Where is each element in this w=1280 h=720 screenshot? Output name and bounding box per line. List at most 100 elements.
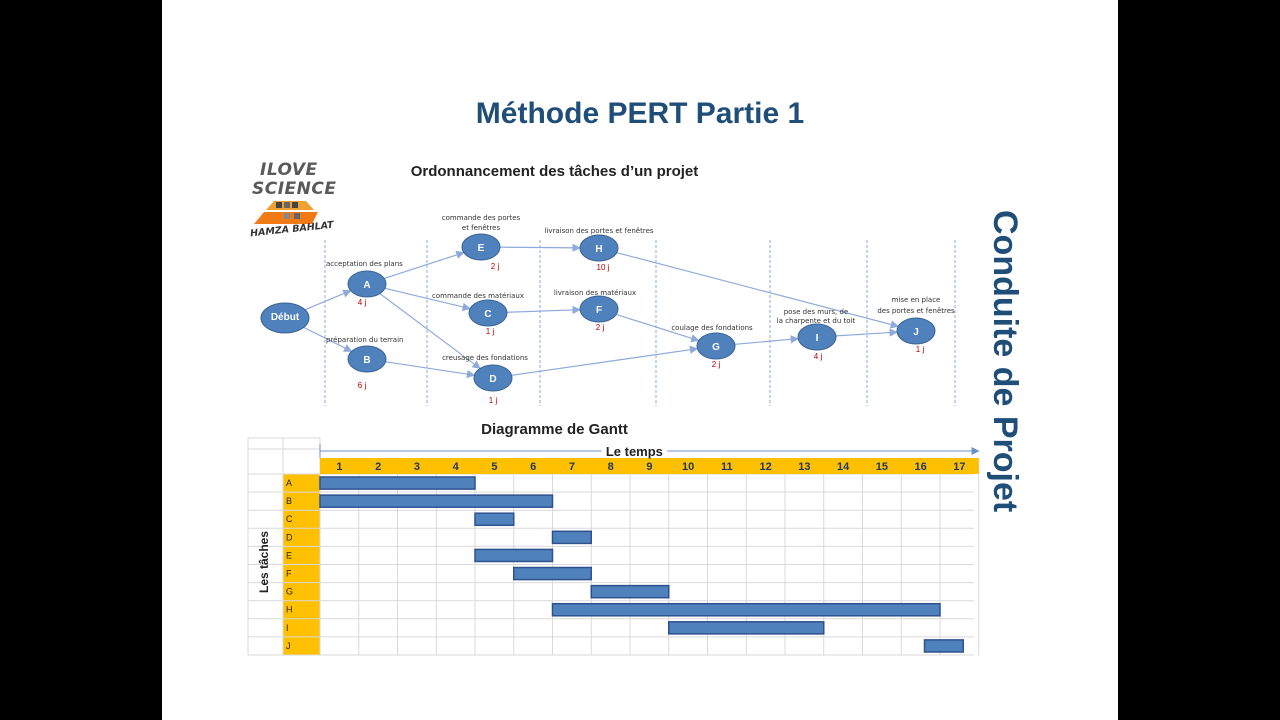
logo-line1: ILOVE [260, 160, 318, 180]
pert-node-circle [696, 332, 736, 360]
gantt-task-label: H [286, 605, 293, 615]
pert-node-duration: 2 j [596, 323, 605, 332]
pert-edge-i-j [835, 328, 898, 337]
pert-node-circle [468, 299, 508, 327]
gantt-day-label: 7 [569, 461, 575, 473]
pert-node-duration: 2 j [712, 360, 721, 369]
pert-title: Ordonnancement des tâches d’un projet [410, 163, 699, 180]
gantt-task-label: I [286, 623, 289, 633]
gantt-bar-d [551, 530, 592, 545]
main-title: Méthode PERT Partie 1 [475, 97, 805, 130]
gantt-bar-e [474, 548, 554, 563]
logo-graphic [254, 201, 318, 224]
pert-node-circle [260, 302, 310, 334]
pert-node-duration: 1 j [489, 396, 498, 405]
pert-node-circle [347, 345, 387, 373]
gantt-day-label: 16 [915, 461, 927, 473]
pert-node-duration: 4 j [358, 298, 367, 307]
pert-edge-g-i [734, 335, 799, 345]
gantt-day-label: 4 [453, 461, 460, 473]
pert-node-id: F [596, 305, 602, 316]
pert-node-circle [473, 364, 513, 392]
pert-node-label: acceptation des plans [326, 260, 403, 268]
gantt-day-label: 13 [798, 461, 810, 473]
pert-node-duration: 2 j [491, 262, 500, 271]
pert-edge-d-g [511, 345, 699, 376]
pert-node-id: I [816, 333, 819, 344]
pert-node-id: Début [271, 312, 300, 323]
gantt-time-label-bg [601, 443, 668, 458]
pert-node-id: A [363, 280, 370, 291]
logo-line2: SCIENCE [252, 179, 337, 199]
gantt-task-label: A [286, 478, 292, 488]
gantt-bar-c [474, 512, 515, 527]
gantt-task-label: J [286, 641, 291, 651]
gantt-bar-a [319, 476, 476, 490]
pert-node-circle [347, 270, 387, 298]
gantt-bar-j [923, 639, 964, 653]
pert-node-duration: 1 j [486, 327, 495, 336]
logo: ILOVE SCIENCE HAMZA BAHLAT [250, 160, 342, 242]
gantt-day-header [320, 458, 979, 474]
pert-node-id: G [712, 342, 720, 353]
gantt-task-label: D [286, 532, 293, 542]
pert-node-id: C [484, 309, 491, 320]
pert-node-id: J [913, 327, 919, 338]
pert-node-duration: 10 j [597, 263, 610, 272]
pert-node-id: H [595, 244, 602, 255]
slide: Méthode PERT Partie 1 Conduite de Projet… [162, 0, 1118, 720]
gantt-task-label: E [286, 550, 292, 560]
pert-edge-h-j [616, 252, 900, 329]
gantt-bar-i [668, 621, 825, 635]
gantt-day-label: 2 [375, 461, 381, 473]
gantt-task-label: B [286, 496, 292, 506]
pert-edge-a-c [384, 287, 471, 312]
gantt-day-label: 14 [837, 461, 850, 473]
gantt-task-label: F [286, 569, 292, 579]
pert-edge-c-f [506, 305, 581, 315]
pert-node-id: B [363, 355, 370, 366]
pert-node-circle [896, 317, 936, 345]
gantt-bar-b [319, 494, 554, 508]
gantt-title: Diagramme de Gantt [481, 421, 628, 438]
pert-node-duration: 1 j [916, 345, 925, 354]
gantt-bar-f [513, 566, 592, 581]
pert-node-circle [461, 233, 501, 261]
pert-node-label: préparation du terrain [326, 336, 403, 344]
gantt-day-label: 5 [491, 461, 497, 473]
gantt-bar-h [551, 602, 941, 617]
gantt-day-label: 1 [336, 461, 342, 473]
pert-edge-e-h [499, 243, 581, 252]
gantt-day-label: 9 [646, 461, 652, 473]
pert-node-duration: 4 j [814, 352, 823, 361]
pert-node-label: coulage des fondations [671, 324, 753, 332]
gantt-task-label: G [286, 587, 293, 597]
pert-node-label: livraison des portes et fenêtres [544, 227, 653, 235]
side-title: Conduite de Projet [986, 210, 1024, 513]
gantt-day-label: 15 [876, 461, 888, 473]
gantt-task-label: C [286, 514, 293, 524]
gantt-day-label: 3 [414, 461, 420, 473]
pert-node-label: commande des matériaux [432, 292, 524, 300]
gantt-time-label: Le temps [606, 444, 663, 459]
gantt-day-label: 8 [608, 461, 614, 473]
pert-edge-f-g [616, 313, 700, 343]
pert-node-debut: Début [260, 302, 310, 334]
gantt-day-label: 6 [530, 461, 536, 473]
pert-node-id: D [489, 374, 496, 385]
